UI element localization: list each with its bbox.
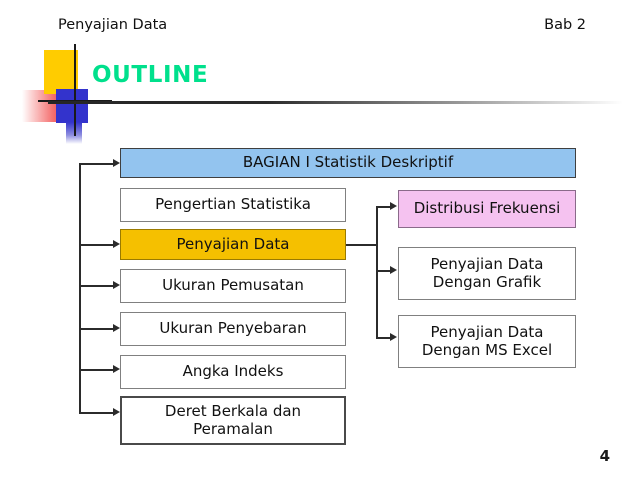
decorative-logo xyxy=(22,44,112,144)
left-branch-deret xyxy=(79,412,115,414)
logo-vertical-line xyxy=(74,44,76,136)
diagram-box-penyajian-grafik[interactable]: Penyajian Data Dengan Grafik xyxy=(398,247,576,300)
diagram-box-bagian-i[interactable]: BAGIAN I Statistik Deskriptif xyxy=(120,148,576,178)
page-number: 4 xyxy=(599,447,610,465)
title-divider-rule xyxy=(48,101,623,104)
left-branch-header xyxy=(79,163,115,165)
diagram-box-pengertian-statistika[interactable]: Pengertian Statistika xyxy=(120,188,346,222)
right-trunk-vertical xyxy=(376,206,378,338)
diagram-box-angka-indeks[interactable]: Angka Indeks xyxy=(120,355,346,389)
diagram-box-distribusi-frekuensi[interactable]: Distribusi Frekuensi xyxy=(398,190,576,228)
logo-blue-square xyxy=(56,89,88,123)
right-branch-excel xyxy=(376,337,392,339)
left-arrow-header xyxy=(113,159,120,167)
left-arrow-pemusatan xyxy=(113,281,120,289)
right-stem-from-penyajian xyxy=(345,244,377,246)
page-title: OUTLINE xyxy=(92,62,209,88)
logo-yellow-square xyxy=(44,50,78,94)
right-arrow-distribusi xyxy=(390,202,397,210)
left-branch-penyebaran xyxy=(79,328,115,330)
right-arrow-excel xyxy=(390,333,397,341)
diagram-box-penyajian-ms-excel[interactable]: Penyajian Data Dengan MS Excel xyxy=(398,315,576,368)
left-arrow-penyebaran xyxy=(113,324,120,332)
left-branch-indeks xyxy=(79,369,115,371)
left-branch-penyajian xyxy=(79,244,115,246)
diagram-box-ukuran-penyebaran[interactable]: Ukuran Penyebaran xyxy=(120,312,346,346)
left-arrow-penyajian xyxy=(113,240,120,248)
diagram-box-deret-berkala[interactable]: Deret Berkala dan Peramalan xyxy=(120,396,346,445)
left-arrow-indeks xyxy=(113,365,120,373)
left-trunk-vertical xyxy=(79,163,81,413)
right-branch-distribusi xyxy=(376,206,392,208)
left-branch-pemusatan xyxy=(79,285,115,287)
left-arrow-deret xyxy=(113,408,120,416)
diagram-box-ukuran-pemusatan[interactable]: Ukuran Pemusatan xyxy=(120,269,346,303)
right-arrow-grafik xyxy=(390,266,397,274)
right-branch-grafik xyxy=(376,270,392,272)
diagram-box-penyajian-data[interactable]: Penyajian Data xyxy=(120,229,346,260)
header-left-text: Penyajian Data xyxy=(58,17,168,33)
header-right-text: Bab 2 xyxy=(544,17,586,33)
